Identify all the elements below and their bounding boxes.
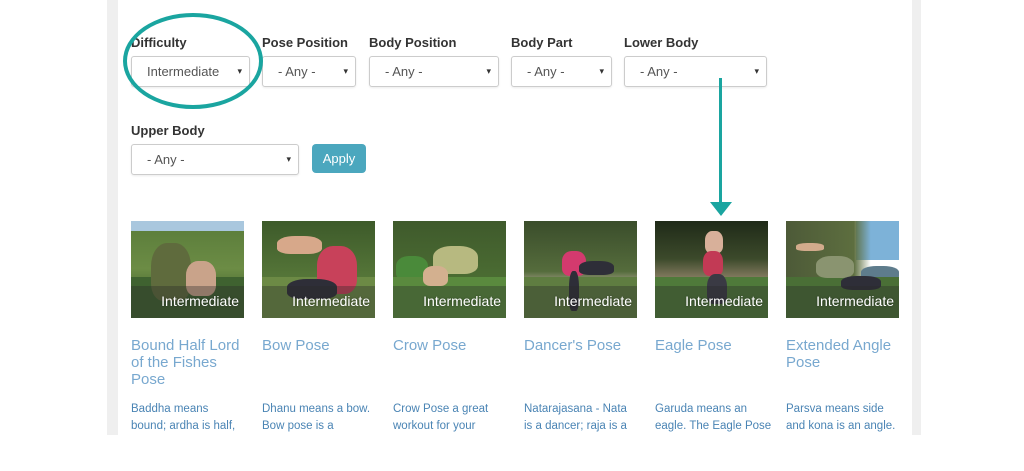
page-margin-right [912,0,921,435]
pose-card-dancers: Intermediate Dancer's Pose Natarajasana … [524,221,637,432]
arrow-down-icon [710,202,732,216]
upper-body-value: - Any - [147,152,185,167]
body-part-value: - Any - [527,64,565,79]
pose-position-label: Pose Position [262,35,348,50]
pose-thumbnail[interactable]: Intermediate [524,221,637,318]
pose-title-link[interactable]: Extended Angle Pose [786,337,892,371]
chevron-down-icon: ▾ [754,66,759,76]
lower-body-select[interactable]: - Any - ▾ [624,56,767,87]
pose-thumbnail[interactable]: Intermediate [786,221,899,318]
pose-card-crow: Intermediate Crow Pose Crow Pose a great… [393,221,506,432]
lower-body-value: - Any - [640,64,678,79]
difficulty-badge: Intermediate [685,293,763,309]
difficulty-select[interactable]: Intermediate ▾ [131,56,250,87]
chevron-down-icon: ▾ [237,66,242,76]
pose-position-value: - Any - [278,64,316,79]
upper-body-select[interactable]: - Any - ▾ [131,144,299,175]
body-part-label: Body Part [511,35,573,50]
pose-card-bound-half-lord-of-the-fishes: Intermediate Bound Half Lord of the Fish… [131,221,244,432]
pose-description: Dhanu means a bow.Bow pose is a [262,403,371,432]
difficulty-badge: Intermediate [423,293,501,309]
body-part-select[interactable]: - Any - ▾ [511,56,612,87]
body-position-select[interactable]: - Any - ▾ [369,56,499,87]
body-position-filter: Body Position - Any - ▾ [369,34,499,87]
pose-card-extended-angle: Intermediate Extended Angle Pose Parsva … [786,221,899,432]
lower-body-label: Lower Body [624,35,699,50]
apply-button[interactable]: Apply [312,144,366,173]
pose-title-link[interactable]: Eagle Pose [655,337,732,354]
pose-title-link[interactable]: Bow Pose [262,337,330,354]
pose-thumbnail[interactable]: Intermediate [262,221,375,318]
pose-title-link[interactable]: Crow Pose [393,337,467,354]
page-margin-left [107,0,118,435]
difficulty-badge: Intermediate [161,293,239,309]
difficulty-filter: Difficulty Intermediate ▾ [131,34,250,87]
pose-position-select[interactable]: - Any - ▾ [262,56,356,87]
pose-title-link[interactable]: Bound Half Lord of the Fishes Pose [131,337,240,388]
body-part-filter: Body Part - Any - ▾ [511,34,612,87]
chevron-down-icon: ▾ [343,66,348,76]
arrow-annotation-line [719,78,722,204]
body-position-label: Body Position [369,35,457,50]
pose-position-filter: Pose Position - Any - ▾ [262,34,356,87]
difficulty-label: Difficulty [131,35,187,50]
upper-body-label: Upper Body [131,123,205,138]
pose-thumbnail[interactable]: Intermediate [393,221,506,318]
difficulty-badge: Intermediate [816,293,894,309]
pose-title-link[interactable]: Dancer's Pose [524,337,622,354]
pose-thumbnail[interactable]: Intermediate [655,221,768,318]
pose-card-bow: Intermediate Bow Pose Dhanu means a bow.… [262,221,375,432]
lower-body-filter: Lower Body - Any - ▾ [624,34,767,87]
chevron-down-icon: ▾ [286,154,291,164]
chevron-down-icon: ▾ [599,66,604,76]
body-position-value: - Any - [385,64,423,79]
difficulty-value: Intermediate [147,64,220,79]
upper-body-filter: Upper Body - Any - ▾ [131,122,299,175]
chevron-down-icon: ▾ [486,66,491,76]
difficulty-badge: Intermediate [554,293,632,309]
pose-thumbnail[interactable]: Intermediate [131,221,244,318]
difficulty-badge: Intermediate [292,293,370,309]
